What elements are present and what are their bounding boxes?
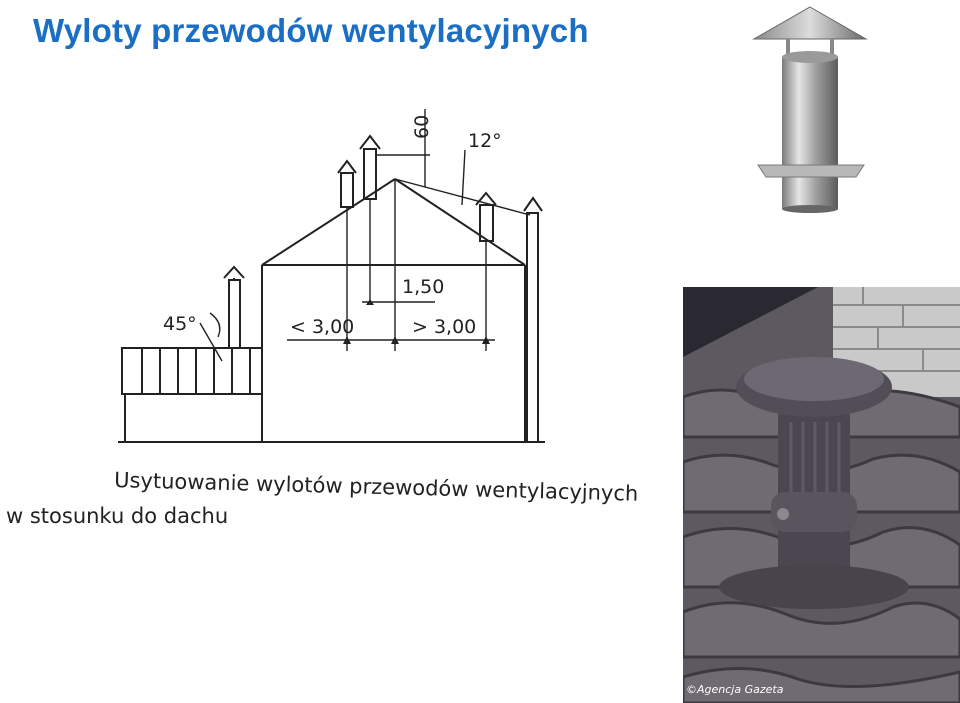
metal-vent-cap-image [752,6,868,213]
angle-45-label: 45° [163,313,197,335]
photo-credit: ©Agencja Gazeta [686,683,784,696]
dim-150-label: 1,50 [402,276,444,298]
roof-tile-vent-image [683,287,960,703]
dim-lt300-label: < 3,00 [290,316,354,338]
angle-12-label: 12° [468,130,502,152]
caption-line-2: w stosunku do dachu [6,504,228,528]
page-title: Wyloty przewodów wentylacyjnych [33,12,589,49]
roof-ventilation-diagram: 60 12° 1,50 < 3,00 > 3,00 45° Usytuowani… [6,109,639,528]
caption-line-1: Usytuowanie wylotów przewodów wentylacyj… [114,468,639,506]
dim-60-label: 60 [411,115,433,139]
dim-gt300-label: > 3,00 [412,316,476,338]
